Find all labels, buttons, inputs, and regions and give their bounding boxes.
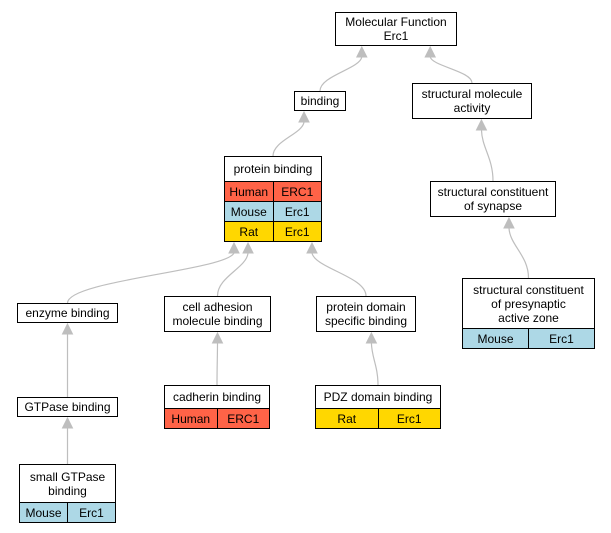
node-structural-molecule-activity[interactable]: structural molecule activity — [412, 83, 532, 119]
arrowhead-small-gtpase-binding-to-gtpase-binding — [61, 416, 74, 429]
arrowhead-binding-to-molecular-function — [355, 45, 368, 58]
node-title: GTPase binding — [24, 400, 111, 414]
species-cell: Rat — [239, 224, 259, 239]
arrowhead-cell-adhesion-molecule-binding-to-protein-binding — [242, 241, 254, 254]
species-cell: Human — [229, 184, 269, 199]
node-title: binding — [300, 94, 340, 108]
edge-protein-domain-specific-binding-to-protein-binding — [311, 252, 367, 297]
node-title: structural molecule activity — [421, 87, 523, 115]
node-structural-constituent-presynaptic-active-zone[interactable]: structural constituent of presynaptic ac… — [462, 278, 595, 349]
node-title: protein binding — [233, 162, 313, 176]
edge-structural-constituent-presynaptic-active-zone-to-structural-constituent-of-synapse — [508, 227, 530, 279]
gene-cell: ERC1 — [216, 409, 270, 428]
node-title: cell adhesion molecule binding — [172, 300, 263, 328]
node-title: structural constituent of presynaptic ac… — [473, 282, 584, 325]
node-enzyme-binding[interactable]: enzyme binding — [17, 303, 118, 323]
gene-cell: Erc1 — [272, 202, 322, 221]
annotation-row-human: Human ERC1 — [165, 408, 269, 428]
node-protein-domain-specific-binding[interactable]: protein domain specific binding — [316, 296, 416, 332]
node-molecular-function[interactable]: Molecular Function Erc1 — [335, 12, 457, 46]
arrowhead-protein-binding-to-binding — [298, 110, 310, 123]
edge-binding-to-molecular-function — [319, 56, 363, 92]
annotation-row-mouse: Mouse Erc1 — [225, 201, 321, 221]
node-title: cadherin binding — [172, 390, 262, 404]
edge-cadherin-binding-to-cell-adhesion-molecule-binding — [216, 342, 219, 386]
gene-cell: Erc1 — [528, 329, 594, 348]
annotation-row-rat: Rat Erc1 — [316, 408, 440, 428]
annotation-row-mouse: Mouse Erc1 — [20, 502, 115, 522]
arrowhead-pdz-domain-binding-to-protein-domain-specific-binding — [365, 331, 378, 344]
edge-cell-adhesion-molecule-binding-to-protein-binding — [216, 252, 249, 297]
node-title: PDZ domain binding — [323, 390, 433, 404]
edge-structural-molecule-activity-to-molecular-function — [429, 56, 473, 84]
species-cell: Mouse — [477, 331, 514, 346]
node-binding[interactable]: binding — [294, 91, 346, 111]
node-gtpase-binding[interactable]: GTPase binding — [17, 397, 118, 417]
species-cell: Mouse — [25, 505, 62, 520]
arrowhead-protein-domain-specific-binding-to-protein-binding — [306, 241, 318, 254]
edge-enzyme-binding-to-protein-binding — [66, 252, 235, 304]
arrowhead-structural-constituent-of-synapse-to-structural-molecule-activity — [475, 118, 488, 131]
arrowhead-cadherin-binding-to-cell-adhesion-molecule-binding — [211, 331, 224, 344]
species-cell: Human — [171, 411, 211, 426]
species-cell: Mouse — [230, 204, 267, 219]
annotation-row-mouse: Mouse Erc1 — [463, 328, 594, 348]
gene-cell: Erc1 — [377, 409, 441, 428]
edge-structural-constituent-of-synapse-to-structural-molecule-activity — [480, 129, 494, 182]
node-cell-adhesion-molecule-binding[interactable]: cell adhesion molecule binding — [164, 296, 271, 332]
node-title: enzyme binding — [25, 306, 110, 320]
arrowhead-gtpase-binding-to-enzyme-binding — [61, 322, 74, 335]
arrowhead-structural-molecule-activity-to-molecular-function — [424, 45, 437, 58]
edge-protein-binding-to-binding — [272, 121, 305, 157]
gene-cell: Erc1 — [272, 222, 322, 241]
node-structural-constituent-of-synapse[interactable]: structural constituent of synapse — [430, 181, 556, 217]
annotation-row-rat: Rat Erc1 — [225, 221, 321, 241]
edge-pdz-domain-binding-to-protein-domain-specific-binding — [370, 342, 379, 386]
arrowhead-enzyme-binding-to-protein-binding — [228, 241, 240, 254]
arrowhead-structural-constituent-presynaptic-active-zone-to-structural-constituent-of-synapse — [503, 216, 515, 229]
gene-cell: Erc1 — [67, 503, 115, 522]
node-title: Molecular Function Erc1 — [345, 15, 447, 43]
node-title: structural constituent of synapse — [437, 185, 549, 213]
node-title: small GTPase binding — [29, 469, 106, 498]
node-title: protein domain specific binding — [324, 300, 408, 328]
species-cell: Rat — [337, 411, 357, 426]
gene-cell: ERC1 — [272, 182, 322, 201]
